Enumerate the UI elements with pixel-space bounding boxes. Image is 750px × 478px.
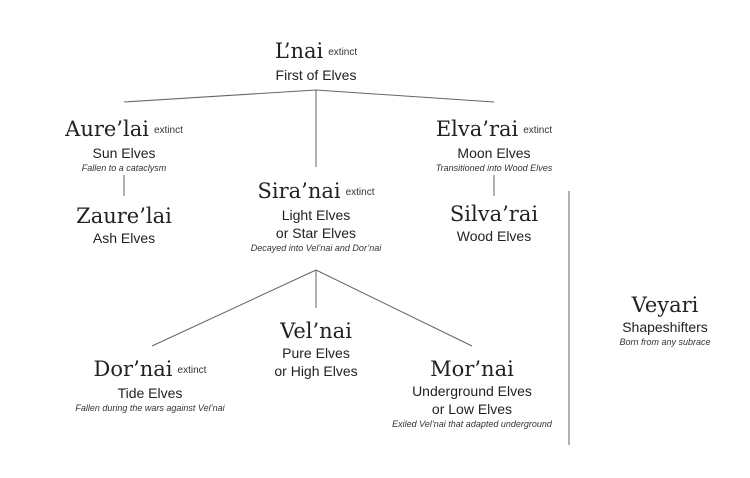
node-velnai-subtitle-2: or High Elves xyxy=(274,363,358,379)
node-mornai-note: Exiled Vel’nai that adapted underground xyxy=(392,419,552,429)
node-elvarai-title: Elva’rai extinct xyxy=(436,116,552,144)
node-mornai-name: Mor’nai xyxy=(430,357,514,381)
node-velnai-subtitle-1: Pure Elves xyxy=(282,345,350,361)
node-veyari: Veyari Shapeshifters Born from any subra… xyxy=(619,292,710,349)
node-dornai-note: Fallen during the wars against Vel’nai xyxy=(75,403,225,413)
node-silvarai: Silva’rai Wood Elves xyxy=(450,201,538,245)
node-zaurelai-name: Zaure’lai xyxy=(76,204,172,228)
node-mornai-subtitle-2: or Low Elves xyxy=(431,401,513,417)
connector-lnai-elvarai xyxy=(315,89,495,103)
node-aurelai-extinct-tag: extinct xyxy=(153,125,183,136)
node-siranai-subtitle-2: or Star Elves xyxy=(275,225,357,241)
node-silvarai-name: Silva’rai xyxy=(449,202,539,226)
node-dornai-extinct-tag: extinct xyxy=(177,365,207,376)
node-velnai: Vel’nai Pure Elves or High Elves xyxy=(274,318,357,380)
node-lnai: L’nai extinct First of Elves xyxy=(275,38,357,84)
node-aurelai-subtitle: Sun Elves xyxy=(92,145,156,161)
node-elvarai-name: Elva’rai xyxy=(435,117,519,141)
node-dornai-subtitle: Tide Elves xyxy=(117,385,183,401)
node-silvarai-subtitle: Wood Elves xyxy=(456,228,532,244)
node-veyari-subtitle: Shapeshifters xyxy=(622,319,708,335)
node-zaurelai: Zaure’lai Ash Elves xyxy=(76,203,172,247)
node-mornai: Mor’nai Underground Elves or Low Elves E… xyxy=(392,356,552,431)
node-elvarai-subtitle: Moon Elves xyxy=(457,145,531,161)
node-lnai-title: L’nai extinct xyxy=(275,38,357,66)
node-velnai-name: Vel’nai xyxy=(280,319,352,343)
node-dornai: Dor’nai extinct Tide Elves Fallen during … xyxy=(75,356,224,415)
node-elvarai-note: Transitioned into Wood Elves xyxy=(435,163,553,173)
node-siranai-extinct-tag: extinct xyxy=(345,187,375,198)
node-aurelai-title: Aure’lai extinct xyxy=(65,116,183,144)
node-aurelai: Aure’lai extinct Sun Elves Fallen to a ca… xyxy=(65,116,183,175)
node-veyari-name: Veyari xyxy=(631,293,699,317)
node-lnai-name: L’nai xyxy=(274,39,324,63)
node-aurelai-name: Aure’lai xyxy=(65,117,149,141)
node-elvarai: Elva’rai extinct Moon Elves Transitioned … xyxy=(436,116,552,175)
connector-siranai-mornai xyxy=(315,269,473,347)
node-veyari-note: Born from any subrace xyxy=(619,337,711,347)
node-aurelai-note: Fallen to a cataclysm xyxy=(81,163,167,173)
node-dornai-title: Dor’nai extinct xyxy=(75,356,224,384)
node-elvarai-extinct-tag: extinct xyxy=(523,125,553,136)
node-siranai: Sira’nai extinct Light Elves or Star Elve… xyxy=(251,178,382,255)
node-dornai-name: Dor’nai xyxy=(93,357,173,381)
node-siranai-title: Sira’nai extinct xyxy=(251,178,382,206)
connector-siranai-dornai xyxy=(151,269,317,347)
node-siranai-name: Sira’nai xyxy=(257,179,341,203)
node-lnai-extinct-tag: extinct xyxy=(328,47,358,58)
node-lnai-subtitle: First of Elves xyxy=(275,67,357,83)
node-siranai-subtitle-1: Light Elves xyxy=(281,207,351,223)
node-siranai-note: Decayed into Vel’nai and Dor’nai xyxy=(250,243,382,253)
node-zaurelai-subtitle: Ash Elves xyxy=(92,230,156,246)
node-mornai-subtitle-1: Underground Elves xyxy=(412,383,532,399)
connector-lnai-aurelai xyxy=(123,89,317,103)
